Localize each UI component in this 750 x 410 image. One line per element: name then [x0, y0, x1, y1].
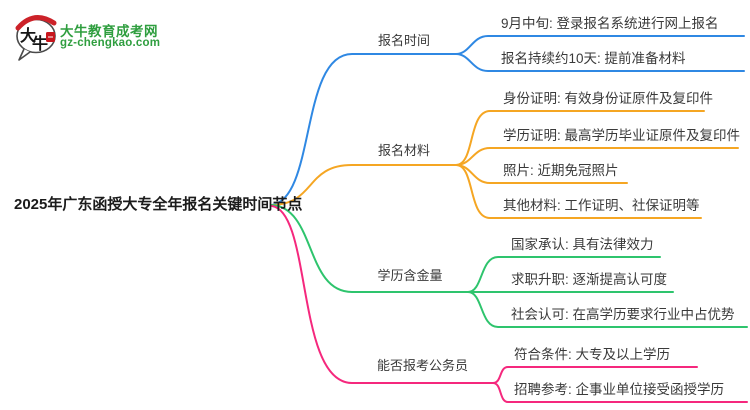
leaf-node: 照片: 近期免冠照片	[503, 163, 619, 178]
leaf-node: 报名持续约10天: 提前准备材料	[501, 51, 686, 66]
leaf-node: 求职升职: 逐渐提高认可度	[511, 272, 668, 287]
leaf-line	[467, 291, 748, 328]
leaf-line	[492, 366, 698, 384]
branch-line-degree-value	[271, 204, 469, 293]
leaf-node: 9月中旬: 登录报名系统进行网上报名	[501, 16, 719, 31]
svg-text:牛: 牛	[32, 34, 48, 53]
daniu-logo-icon: 大 牛	[15, 15, 57, 61]
branch-line-signup-time	[271, 53, 457, 206]
brand-title: 大牛教育成考网	[60, 24, 158, 39]
leaf-line	[455, 147, 739, 166]
branch-line-civil-service	[271, 205, 494, 384]
brand-url: gz-chengkao.com	[60, 37, 161, 49]
leaf-node: 学历证明: 最高学历毕业证原件及复印件	[503, 128, 741, 143]
leaf-node: 社会认可: 在高学历要求行业中占优势	[511, 307, 735, 322]
branch-node-degree-value: 学历含金量	[377, 268, 443, 283]
branch-node-signup-time: 报名时间	[377, 33, 430, 48]
leaf-line	[467, 256, 661, 293]
leaf-line	[455, 35, 745, 55]
branch-node-civil-service: 能否报考公务员	[376, 358, 468, 373]
leaf-line	[492, 382, 748, 403]
leaf-node: 招聘参考: 企事业单位接受函授学历	[514, 382, 725, 397]
branch-line-materials	[271, 164, 457, 206]
leaf-node: 国家承认: 具有法律效力	[511, 237, 654, 252]
leaf-node: 符合条件: 大专及以上学历	[514, 347, 671, 362]
leaf-node: 其他材料: 工作证明、社保证明等	[503, 198, 700, 213]
mindmap-root-node: 2025年广东函授大专全年报名关键时间节点	[14, 196, 303, 213]
site-logo[interactable]: 大 牛 大牛教育成考网 gz-chengkao.com	[12, 10, 222, 66]
leaf-line	[455, 53, 745, 72]
svg-text:大: 大	[20, 26, 36, 45]
leaf-line	[455, 164, 702, 219]
branch-node-materials: 报名材料	[377, 143, 430, 158]
leaf-line	[455, 110, 705, 166]
leaf-node: 身份证明: 有效身份证原件及复印件	[503, 91, 714, 106]
